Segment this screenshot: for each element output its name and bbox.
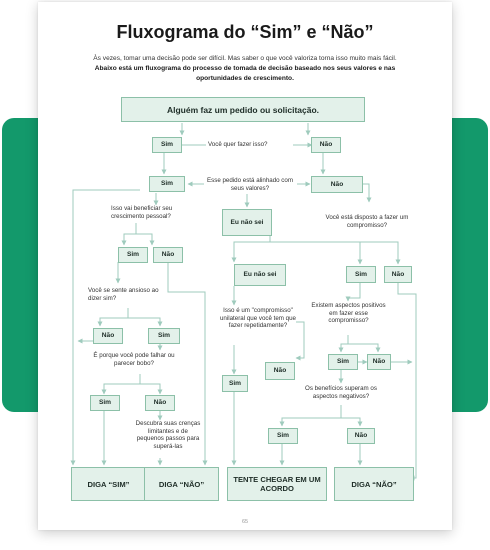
connector: [345, 283, 361, 302]
aligned-question: Esse pedido está alinhado com seus valor…: [207, 177, 293, 192]
connector: [167, 262, 208, 466]
connector: [363, 183, 372, 203]
yes-box: Sim: [90, 395, 120, 411]
connector: [101, 374, 141, 395]
growth-question: Isso vai beneficiar seu crescimento pess…: [111, 205, 173, 220]
intro-bold: Abaixo está um fluxograma do processo de…: [94, 65, 396, 82]
page-title: Fluxograma do “Sim” e “Não”: [116, 22, 374, 42]
intro-lead: Às vezes, tomar uma decisão pode ser dif…: [93, 55, 397, 62]
outcome-say-no-2: DIGA “NÃO”: [334, 467, 414, 501]
no-box: Não: [145, 395, 175, 411]
yes-box: Sim: [118, 247, 148, 263]
outcome-say-no: DIGA “NÃO”: [144, 467, 219, 501]
yes-box: Sim: [222, 375, 248, 392]
want-question: Você quer fazer isso?: [208, 141, 268, 148]
connector: [140, 383, 163, 395]
no-box: Não: [311, 176, 363, 193]
no-box: Não: [153, 247, 183, 263]
intro-text: Às vezes, tomar uma decisão pode ser dif…: [86, 54, 404, 84]
no-box: Não: [384, 266, 412, 283]
worksheet-page: Fluxograma do “Sim” e “Não” Às vezes, to…: [38, 2, 452, 530]
outcome-try-agreement: TENTE CHEGAR EM UM ACORDO: [227, 467, 327, 501]
anxious-question: Você se sente ansioso ao dizer sim?: [88, 287, 159, 302]
connector: [136, 233, 155, 246]
connector: [97, 308, 129, 327]
yes-box: Sim: [152, 137, 182, 153]
outcome-say-yes: DIGA “SIM”: [71, 467, 146, 501]
connector: [295, 321, 305, 361]
flowchart-connectors: [70, 123, 417, 481]
start-box: Alguém faz um pedido ou solicitação.: [121, 97, 365, 122]
no-box: Não: [265, 362, 295, 380]
connector: [70, 189, 140, 466]
beliefs-note: Descubra suas crenças limitantes e de pe…: [135, 420, 201, 450]
no-box: Não: [93, 328, 123, 344]
no-box: Não: [367, 354, 391, 370]
connector: [348, 343, 381, 353]
repeated-question: Isso é um "compromisso" unilateral que v…: [219, 307, 297, 330]
no-box: Não: [311, 137, 341, 153]
fail-question: É porque você pode falhar ou parecer bob…: [93, 352, 175, 367]
connector: [341, 417, 363, 427]
committed-question: Você está disposto a fazer um compromiss…: [325, 214, 409, 229]
no-box: Não: [347, 428, 375, 444]
yes-box: Sim: [346, 266, 376, 283]
benefits-question: Os benefícios superam os aspectos negati…: [305, 385, 377, 400]
connector: [270, 241, 363, 265]
yes-box: Sim: [328, 354, 358, 370]
connector: [121, 223, 137, 246]
connector: [128, 317, 163, 327]
connector: [338, 335, 349, 353]
connector: [397, 283, 417, 481]
page-number: 65: [241, 519, 249, 525]
yes-box: Sim: [149, 176, 185, 192]
unsure-box: Eu não sei: [222, 209, 272, 236]
connector: [270, 241, 401, 265]
positive-question: Existem aspectos positivos em fazer esse…: [311, 302, 386, 325]
unsure-box: Eu não sei: [234, 264, 286, 286]
connector: [279, 405, 342, 427]
yes-box: Sim: [148, 328, 180, 344]
yes-box: Sim: [268, 428, 298, 444]
